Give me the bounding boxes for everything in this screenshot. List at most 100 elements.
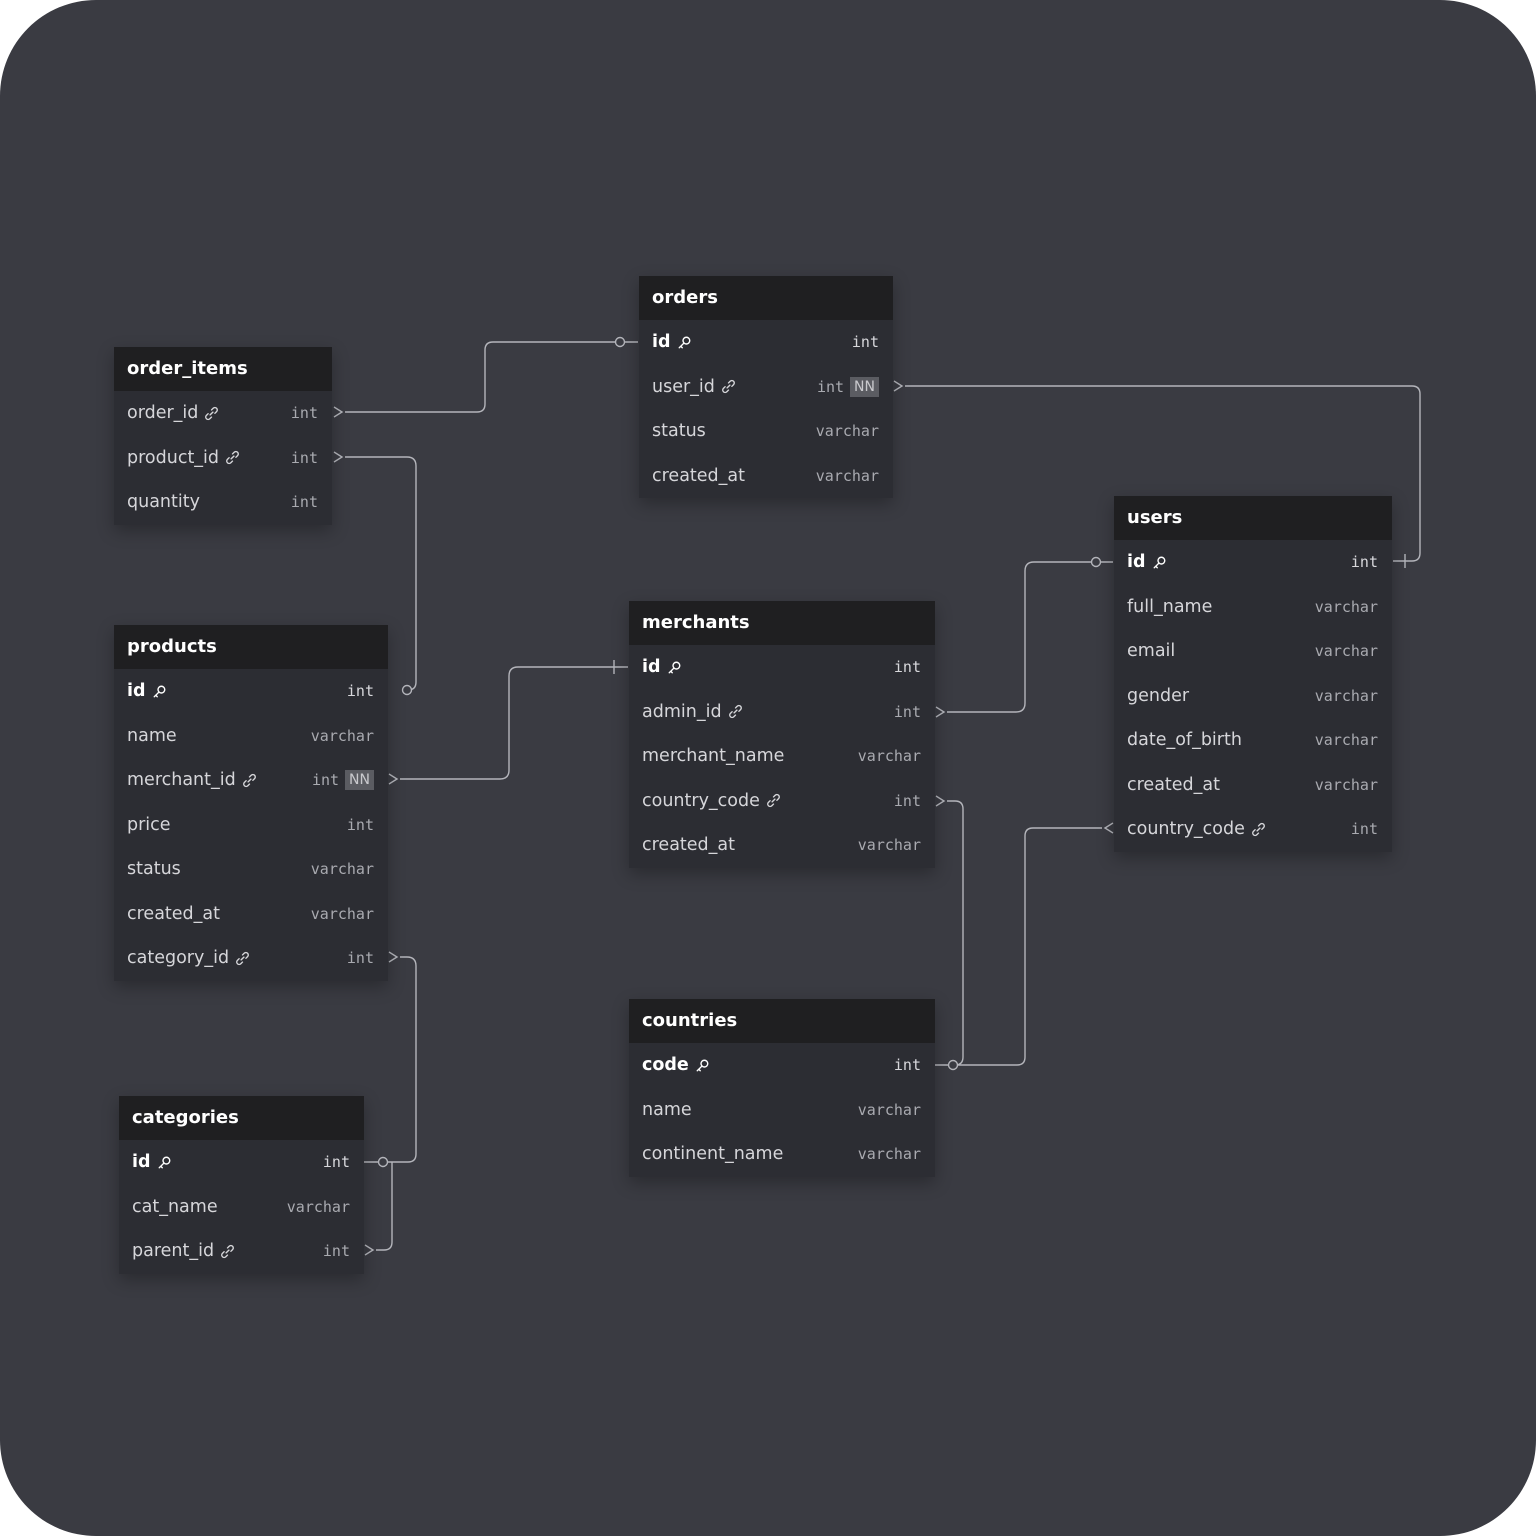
- table-header[interactable]: categories: [119, 1096, 364, 1140]
- column-name: parent_id: [132, 1241, 215, 1262]
- column-type: varchar: [857, 747, 921, 766]
- key-icon: [157, 1155, 172, 1170]
- zero-one-marker: [377, 1156, 389, 1168]
- table-orders[interactable]: orders id int user_id int NN status varc…: [639, 276, 893, 498]
- column-type: varchar: [1314, 686, 1378, 705]
- column-name: email: [1127, 641, 1176, 662]
- column-row[interactable]: parent_id int: [119, 1229, 364, 1274]
- not-null-badge: NN: [345, 770, 374, 791]
- column-row[interactable]: id int: [119, 1140, 364, 1185]
- column-type: varchar: [310, 726, 374, 745]
- zero-one-marker: [1090, 556, 1102, 568]
- relationship-line: [400, 666, 628, 780]
- column-row[interactable]: status varchar: [114, 847, 388, 892]
- column-row[interactable]: category_id int: [114, 936, 388, 981]
- crow-foot-marker: [364, 1244, 375, 1256]
- column-row[interactable]: code int: [629, 1043, 935, 1088]
- column-row[interactable]: id int: [114, 669, 388, 714]
- crow-foot-marker: [333, 451, 344, 463]
- column-name: category_id: [127, 948, 230, 969]
- table-merchants[interactable]: merchants id int admin_id int merchant_n…: [629, 601, 935, 868]
- key-icon: [1152, 555, 1167, 570]
- column-row[interactable]: status varchar: [639, 409, 893, 454]
- table-order-items[interactable]: order_items order_id int product_id int …: [114, 347, 332, 525]
- column-type: varchar: [286, 1197, 350, 1216]
- column-type: int: [893, 1056, 921, 1075]
- relationship-line: [345, 341, 638, 413]
- link-icon: [225, 450, 240, 465]
- column-type: int: [1350, 820, 1378, 839]
- column-type: int: [290, 448, 318, 467]
- crow-foot-marker: [388, 773, 399, 785]
- column-type: int: [816, 377, 845, 396]
- column-type: varchar: [815, 422, 879, 441]
- column-row[interactable]: date_of_birth varchar: [1114, 718, 1392, 763]
- table-users[interactable]: users id int full_name varchar email var…: [1114, 496, 1392, 852]
- link-icon: [728, 704, 743, 719]
- link-icon: [235, 951, 250, 966]
- column-name: id: [1127, 552, 1146, 573]
- column-type: varchar: [815, 466, 879, 485]
- column-name: country_code: [642, 790, 760, 811]
- column-row[interactable]: created_at varchar: [114, 892, 388, 937]
- column-row[interactable]: merchant_id int NN: [114, 758, 388, 803]
- column-name: name: [642, 1099, 692, 1120]
- column-row[interactable]: order_id int: [114, 391, 332, 436]
- relationship-line: [376, 1162, 393, 1251]
- column-type: varchar: [1314, 731, 1378, 750]
- column-row[interactable]: admin_id int: [629, 690, 935, 735]
- column-name: status: [652, 421, 706, 442]
- key-icon: [677, 335, 692, 350]
- column-type: varchar: [1314, 642, 1378, 661]
- column-row[interactable]: id int: [639, 320, 893, 365]
- column-row[interactable]: created_at varchar: [639, 454, 893, 499]
- column-name: id: [652, 332, 671, 353]
- column-row[interactable]: gender varchar: [1114, 674, 1392, 719]
- not-null-badge: NN: [850, 376, 879, 397]
- column-type: int: [311, 771, 340, 790]
- column-row[interactable]: quantity int: [114, 480, 332, 525]
- column-row[interactable]: cat_name varchar: [119, 1185, 364, 1230]
- column-row[interactable]: user_id int NN: [639, 365, 893, 410]
- column-row[interactable]: merchant_name varchar: [629, 734, 935, 779]
- column-row[interactable]: country_code int: [629, 779, 935, 824]
- column-type: int: [893, 702, 921, 721]
- column-row[interactable]: continent_name varchar: [629, 1132, 935, 1177]
- column-row[interactable]: email varchar: [1114, 629, 1392, 674]
- crow-foot-marker: [935, 706, 946, 718]
- column-row[interactable]: id int: [629, 645, 935, 690]
- link-icon: [242, 773, 257, 788]
- column-type: varchar: [1314, 775, 1378, 794]
- table-products[interactable]: products id int name varchar merchant_id…: [114, 625, 388, 981]
- column-type: int: [346, 949, 374, 968]
- zero-one-marker: [947, 1059, 959, 1071]
- column-row[interactable]: product_id int: [114, 436, 332, 481]
- column-row[interactable]: created_at varchar: [629, 823, 935, 868]
- column-type: int: [290, 493, 318, 512]
- relationship-line: [958, 827, 1102, 1066]
- table-header[interactable]: order_items: [114, 347, 332, 391]
- relationship-line: [947, 561, 1113, 713]
- table-countries[interactable]: countries code int name varchar continen…: [629, 999, 935, 1177]
- column-row[interactable]: name varchar: [629, 1088, 935, 1133]
- table-header[interactable]: merchants: [629, 601, 935, 645]
- column-name: code: [642, 1055, 689, 1076]
- column-row[interactable]: country_code int: [1114, 807, 1392, 852]
- column-row[interactable]: price int: [114, 803, 388, 848]
- column-row[interactable]: name varchar: [114, 714, 388, 759]
- table-header[interactable]: countries: [629, 999, 935, 1043]
- column-row[interactable]: full_name varchar: [1114, 585, 1392, 630]
- key-icon: [152, 684, 167, 699]
- table-header[interactable]: users: [1114, 496, 1392, 540]
- column-row[interactable]: created_at varchar: [1114, 763, 1392, 808]
- column-name: id: [642, 657, 661, 678]
- column-row[interactable]: id int: [1114, 540, 1392, 585]
- column-name: created_at: [1127, 774, 1220, 795]
- column-name: created_at: [127, 903, 220, 924]
- table-header[interactable]: orders: [639, 276, 893, 320]
- column-type: varchar: [857, 1145, 921, 1164]
- link-icon: [220, 1244, 235, 1259]
- column-name: quantity: [127, 492, 200, 513]
- table-header[interactable]: products: [114, 625, 388, 669]
- table-categories[interactable]: categories id int cat_name varchar paren…: [119, 1096, 364, 1274]
